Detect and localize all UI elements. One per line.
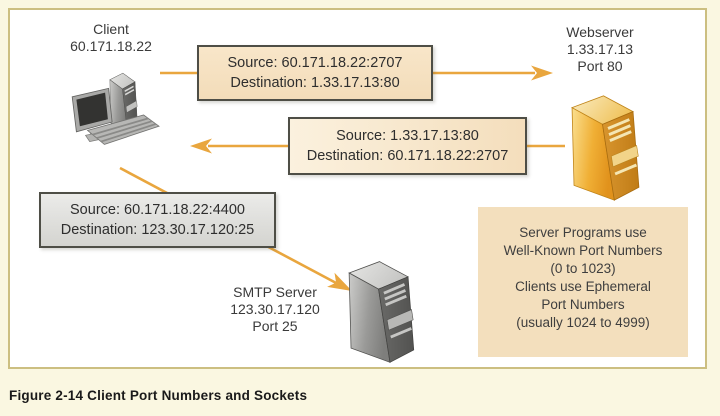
client-label: Client 60.171.18.22 — [46, 21, 176, 55]
note-line: (usually 1024 to 4999) — [516, 315, 650, 330]
packet-source: Source: 60.171.18.22:4400 — [70, 202, 245, 218]
packet-source: Source: 1.33.17.13:80 — [336, 128, 479, 144]
webserver-tower-icon — [571, 95, 640, 201]
packet-box-client-to-smtp: Source: 60.171.18.22:4400 Destination: 1… — [39, 192, 276, 248]
webserver-name: Webserver — [566, 24, 634, 40]
packet-box-client-to-webserver: Source: 60.171.18.22:2707 Destination: 1… — [197, 45, 433, 101]
smtp-server-port: Port 25 — [252, 318, 298, 334]
note-line: Server Programs use — [519, 225, 647, 240]
webserver-port: Port 80 — [577, 58, 623, 74]
note-line: (0 to 1023) — [550, 261, 616, 276]
client-ip: 60.171.18.22 — [70, 38, 152, 54]
packet-destination: Destination: 1.33.17.13:80 — [230, 75, 400, 91]
client-name: Client — [93, 21, 129, 37]
figure-caption: Figure 2-14 Client Port Numbers and Sock… — [9, 388, 308, 403]
port-numbers-note: Server Programs use Well-Known Port Numb… — [478, 207, 688, 357]
smtp-server-name: SMTP Server — [233, 284, 317, 300]
client-computer-icon — [71, 72, 160, 145]
note-line: Port Numbers — [541, 297, 625, 312]
packet-destination: Destination: 123.30.17.120:25 — [60, 222, 255, 238]
smtp-server-tower-icon — [348, 261, 415, 363]
packet-destination: Destination: 60.171.18.22:2707 — [306, 148, 509, 164]
note-line: Clients use Ephemeral — [515, 279, 651, 294]
packet-source: Source: 60.171.18.22:2707 — [227, 55, 403, 71]
note-line: Well-Known Port Numbers — [503, 243, 663, 258]
packet-box-webserver-to-client: Source: 1.33.17.13:80 Destination: 60.17… — [288, 117, 527, 175]
smtp-server-ip: 123.30.17.120 — [230, 301, 320, 317]
webserver-ip: 1.33.17.13 — [566, 41, 634, 57]
webserver-label: Webserver 1.33.17.13 Port 80 — [538, 24, 662, 75]
smtp-server-label: SMTP Server 123.30.17.120 Port 25 — [213, 284, 337, 335]
